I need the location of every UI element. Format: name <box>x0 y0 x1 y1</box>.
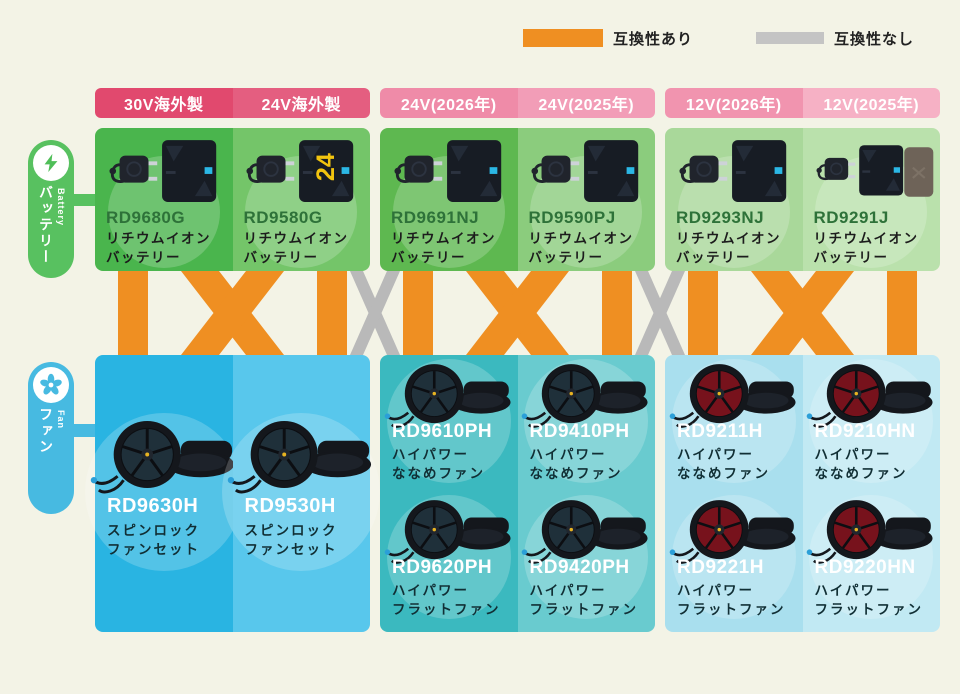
fan-desc: ハイパワーななめファン <box>677 447 770 481</box>
fan-pinwheel-icon <box>33 367 69 403</box>
battery-desc: リチウムイオンバッテリー <box>813 231 919 265</box>
fan-desc: ハイパワーななめファン <box>529 447 623 481</box>
group-12v: 12V(2026年) 12V(2025年) RD9293NJ リチウムイオンバッ… <box>665 0 940 694</box>
fan-product-image <box>90 413 238 498</box>
compatible-cross-connector <box>751 271 854 355</box>
fan-model: RD9630H <box>107 495 199 517</box>
compatibility-connectors <box>380 271 655 355</box>
fan-product-image <box>227 413 375 498</box>
compatible-straight-connector <box>602 271 632 355</box>
fan-desc: スピンロックファンセット <box>244 523 338 557</box>
battery-model: RD9293NJ <box>676 208 765 227</box>
fan-model: RD9211H <box>677 421 763 442</box>
compatible-straight-connector <box>688 271 718 355</box>
battery-model: RD9580G <box>243 208 323 227</box>
column-header-24v-2026: 24V(2026年) <box>380 88 518 118</box>
battery-bolt-icon <box>33 145 69 181</box>
battery-product-image: 24 <box>243 136 359 208</box>
fan-model: RD9530H <box>244 495 336 517</box>
fan-desc: ハイパワーフラットファン <box>392 583 501 617</box>
battery-row-badge: Battery バッテリー <box>28 140 74 278</box>
battery-model: RD9680G <box>106 208 186 227</box>
fan-model: RD9420PH <box>529 557 630 578</box>
group-overseas: 30V海外製 24V海外製 RD9680G リチウムイオンバッテリー 24 RD… <box>84 0 381 694</box>
battery-cell-rd9680g: RD9680G リチウムイオンバッテリー <box>95 128 233 271</box>
fan-model: RD9221H <box>677 557 764 578</box>
fan-cell-12v-2026: RD9211H ハイパワーななめファン RD9221H ハイパワーフラットファン <box>665 355 803 632</box>
fan-row-label: Fan ファン <box>38 407 66 455</box>
fan-model: RD9620PH <box>392 557 493 578</box>
battery-product-image <box>106 136 222 208</box>
compatible-swatch <box>523 29 603 47</box>
battery-model: RD9691NJ <box>391 208 480 227</box>
column-header-12v-2025: 12V(2025年) <box>802 88 940 118</box>
column-header-24v-overseas: 24V海外製 <box>232 88 370 118</box>
battery-cell-rd9580g: 24 RD9580G リチウムイオンバッテリー <box>232 128 370 271</box>
fan-cell-24v-2025: RD9410PH ハイパワーななめファン RD9420PH ハイパワーフラットフ… <box>517 355 655 632</box>
battery-model: RD9590PJ <box>528 208 616 227</box>
fan-rail-connector <box>72 424 96 437</box>
battery-product-image <box>528 136 644 208</box>
fan-desc: ハイパワーななめファン <box>392 447 485 481</box>
battery-desc: リチウムイオンバッテリー <box>528 231 634 265</box>
fan-cell-rd9530h: RD9530H スピンロックファンセット <box>222 355 381 632</box>
compatible-straight-connector <box>887 271 917 355</box>
incompatible-swatch <box>756 32 824 44</box>
battery-cell-rd9293nj: RD9293NJ リチウムイオンバッテリー <box>665 128 803 271</box>
fan-cell-rd9630h: RD9630H スピンロックファンセット <box>84 355 243 632</box>
compatible-cross-connector <box>181 271 284 355</box>
battery-model: RD9291J <box>813 208 889 227</box>
battery-desc: リチウムイオンバッテリー <box>106 231 211 265</box>
fan-desc: スピンロックファンセット <box>107 523 200 557</box>
compatible-straight-connector <box>118 271 148 355</box>
fan-desc: ハイパワーななめファン <box>814 447 908 481</box>
battery-desc: リチウムイオンバッテリー <box>391 231 496 265</box>
compatible-straight-connector <box>317 271 347 355</box>
battery-desc: リチウムイオンバッテリー <box>676 231 781 265</box>
fan-model: RD9610PH <box>392 421 493 442</box>
battery-cell-rd9590pj: RD9590PJ リチウムイオンバッテリー <box>517 128 655 271</box>
column-header-30v-overseas: 30V海外製 <box>95 88 233 118</box>
column-header-24v-2025: 24V(2025年) <box>517 88 655 118</box>
battery-rail-connector <box>72 194 96 206</box>
legend-incompatible-label: 互換性なし <box>834 30 915 48</box>
compatible-straight-connector <box>403 271 433 355</box>
incompatible-cross-connector <box>350 271 400 355</box>
column-header-12v-2026: 12V(2026年) <box>665 88 803 118</box>
battery-product-image <box>676 136 792 208</box>
legend-compatible: 互換性あり <box>523 25 693 51</box>
fan-row-badge: Fan ファン <box>28 362 74 514</box>
fan-desc: ハイパワーフラットファン <box>529 583 638 617</box>
incompatible-cross-connector <box>635 271 685 355</box>
fan-model: RD9210HN <box>814 421 916 442</box>
compatible-cross-connector <box>466 271 569 355</box>
fan-model: RD9220HN <box>814 557 916 578</box>
compatibility-connectors <box>95 271 370 355</box>
battery-cell-rd9691nj: RD9691NJ リチウムイオンバッテリー <box>380 128 518 271</box>
battery-product-image <box>807 136 934 197</box>
fan-desc: ハイパワーフラットファン <box>677 583 786 617</box>
battery-pack-label: 24 <box>312 153 340 181</box>
battery-cell-rd9291j: RD9291J リチウムイオンバッテリー <box>802 128 940 271</box>
fan-desc: ハイパワーフラットファン <box>814 583 923 617</box>
legend-incompatible: 互換性なし <box>756 25 914 51</box>
battery-product-image <box>391 136 507 208</box>
fan-cell-12v-2025: RD9210HN ハイパワーななめファン RD9220HN ハイパワーフラットフ… <box>802 355 940 632</box>
legend-compatible-label: 互換性あり <box>613 30 694 48</box>
compatibility-connectors <box>665 271 940 355</box>
fan-model: RD9410PH <box>529 421 630 442</box>
group-24v: 24V(2026年) 24V(2025年) RD9691NJ リチウムイオンバッ… <box>380 0 655 694</box>
battery-desc: リチウムイオンバッテリー <box>243 231 349 265</box>
battery-row-label: Battery バッテリー <box>38 185 66 265</box>
fan-cell-24v-2026: RD9610PH ハイパワーななめファン RD9620PH ハイパワーフラットフ… <box>380 355 518 632</box>
